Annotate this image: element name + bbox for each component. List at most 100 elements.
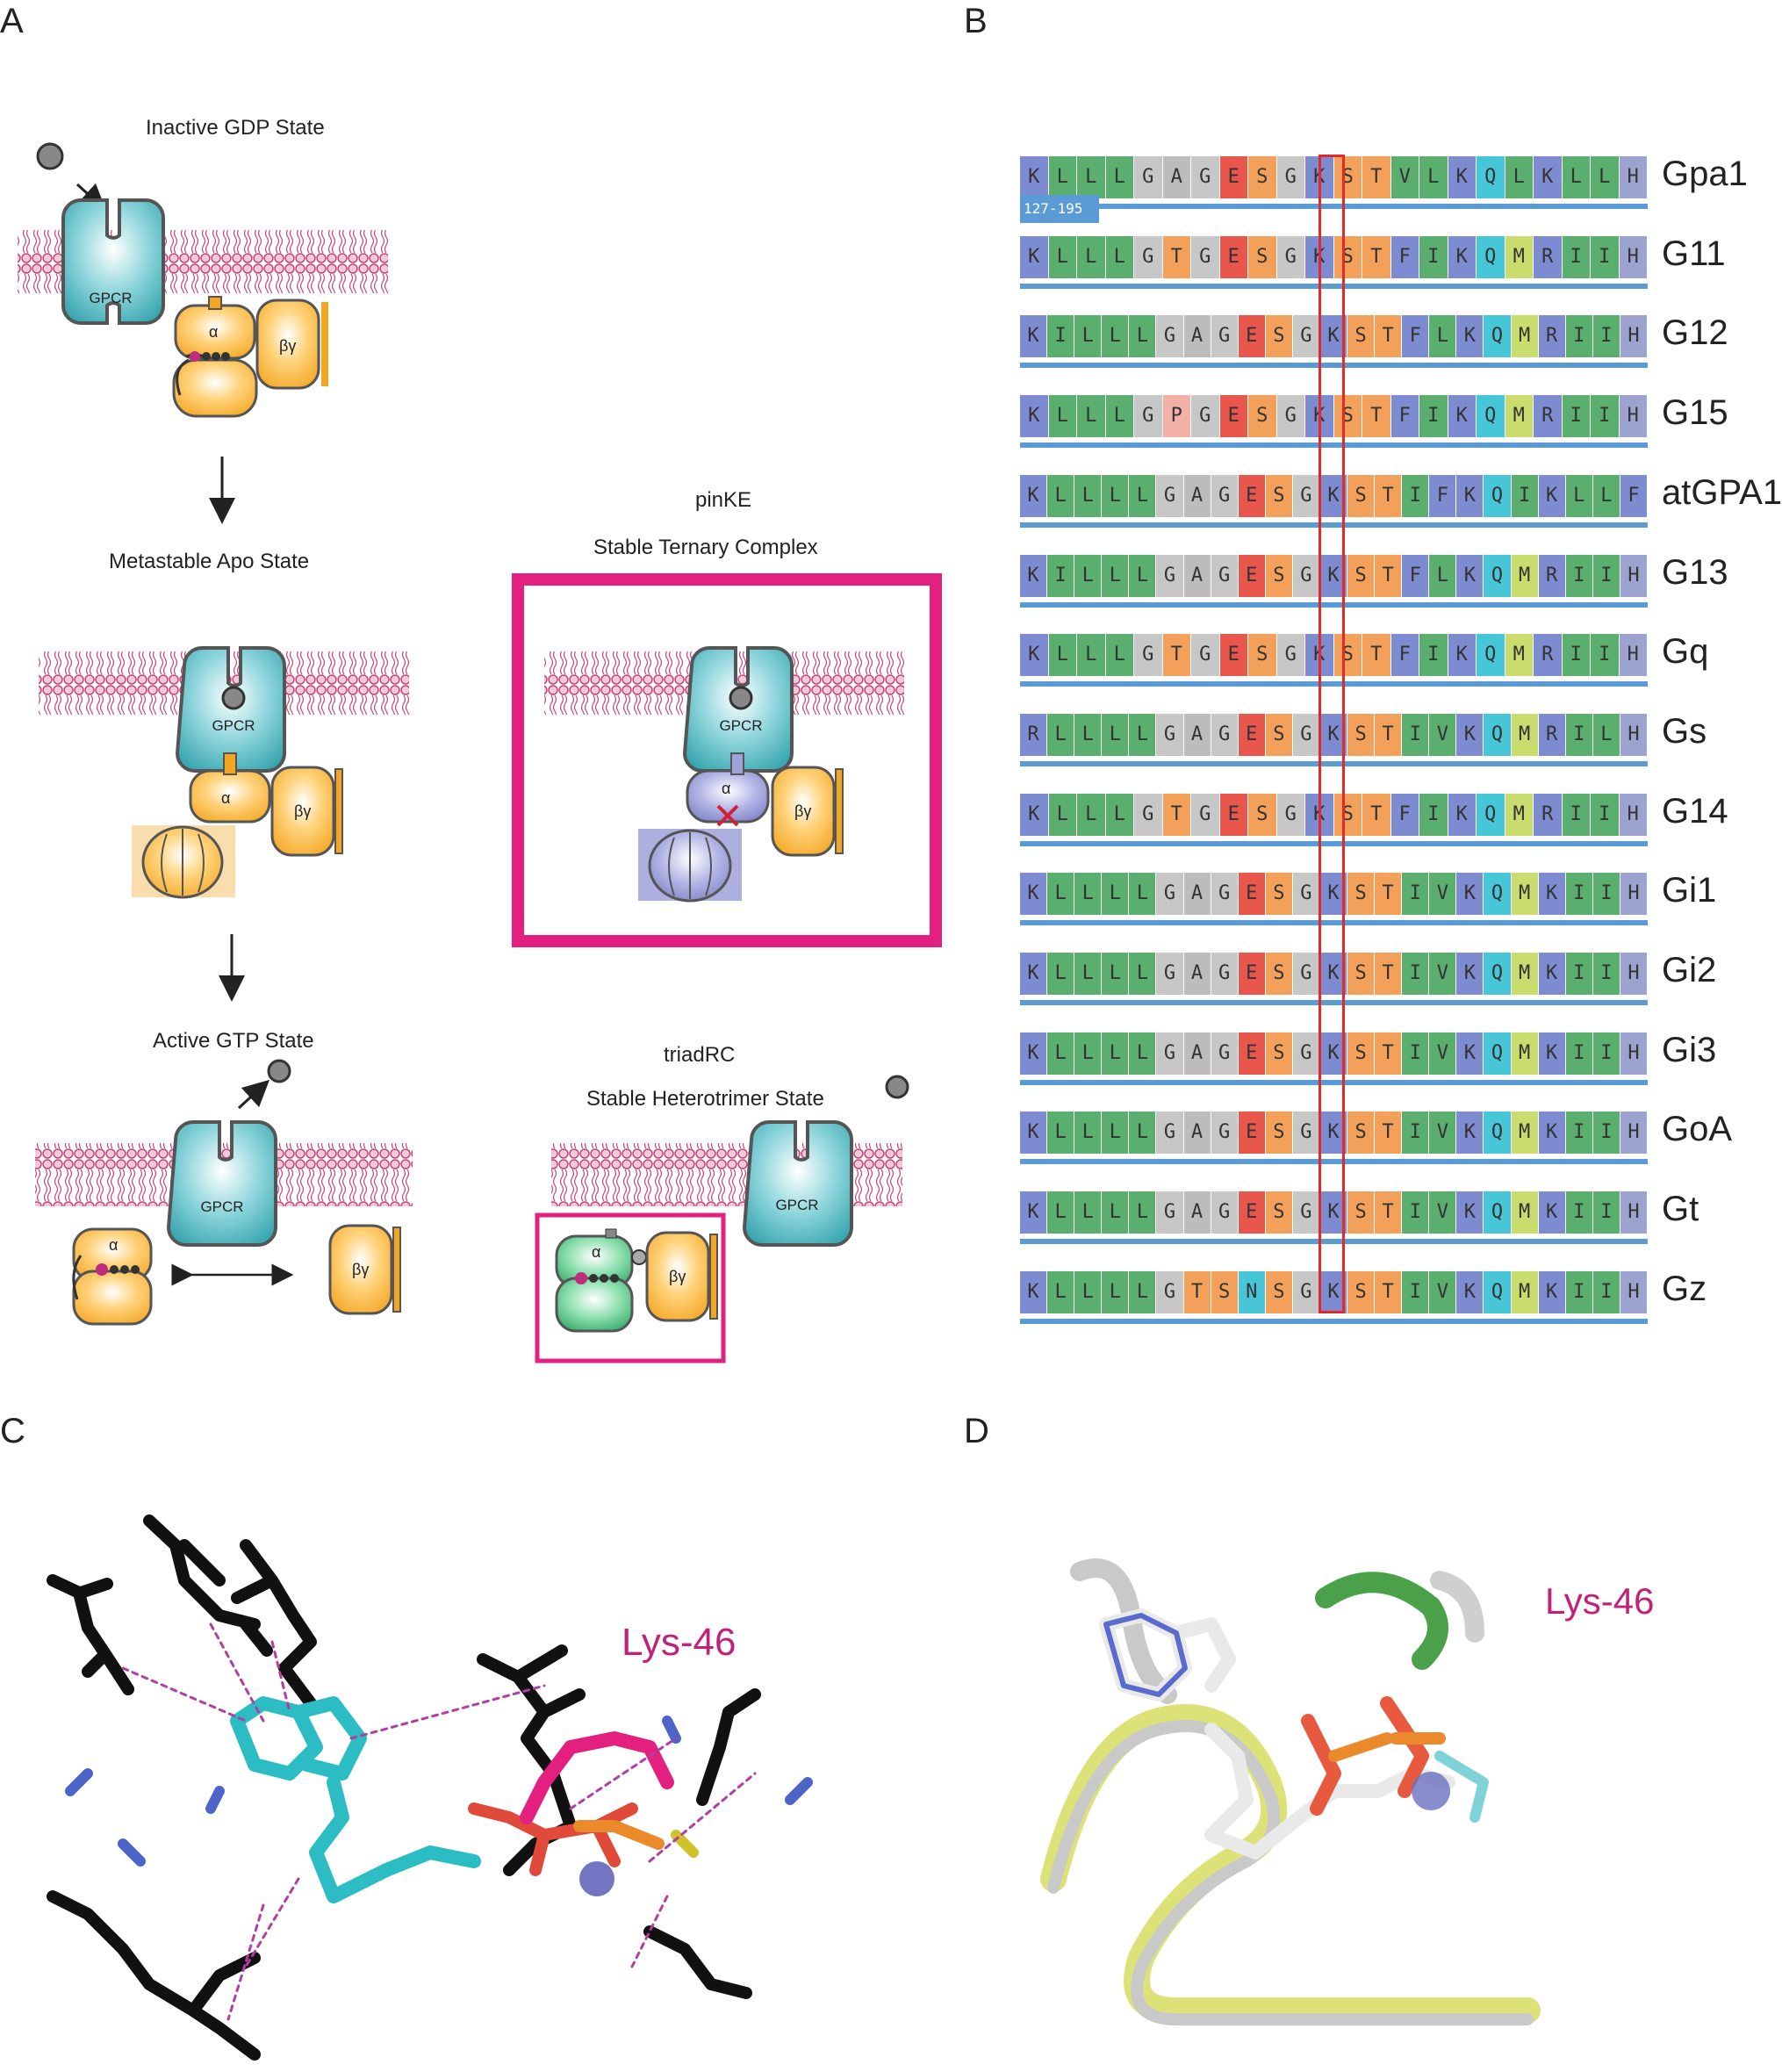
residue-cell: T xyxy=(1375,873,1402,916)
residue-cell: L xyxy=(1592,713,1620,756)
residue-cell: L xyxy=(1505,156,1533,198)
residue-cell: I xyxy=(1565,953,1592,995)
sequence-name: Gi2 xyxy=(1662,951,1717,989)
residue-cell: I xyxy=(1592,554,1620,597)
residue-cell: A xyxy=(1183,873,1211,916)
residue-cell: G xyxy=(1292,1270,1319,1313)
residue-cell: G xyxy=(1276,634,1304,677)
residue-cell: G xyxy=(1292,1032,1319,1075)
ligand xyxy=(36,142,64,170)
residue-cell: I xyxy=(1565,1191,1592,1234)
residue-cell: E xyxy=(1219,156,1247,198)
residue-cell: L xyxy=(1102,554,1129,597)
residue-cell: L xyxy=(1105,395,1133,438)
residue-cell: H xyxy=(1620,1191,1647,1234)
residue-cell: L xyxy=(1105,156,1133,198)
residue-cell: G xyxy=(1276,235,1304,278)
residue-cell: F xyxy=(1390,395,1419,438)
residue-cell: T xyxy=(1375,554,1402,597)
residue-cell: G xyxy=(1191,156,1219,198)
residue-cell: I xyxy=(1591,634,1619,677)
residue-cell: K xyxy=(1456,873,1484,916)
residue-cell: T xyxy=(1183,1270,1211,1313)
residue-cell: I xyxy=(1562,793,1590,836)
residue-cell: L xyxy=(1102,1112,1129,1155)
residue-cell: G xyxy=(1156,1270,1183,1313)
residue-cell: V xyxy=(1429,1270,1456,1313)
residue-cell: E xyxy=(1238,474,1265,517)
svg-text:α: α xyxy=(722,780,730,797)
inactive-gdp-state: GPCR α βγ xyxy=(18,142,388,524)
residue-cell: G xyxy=(1276,793,1304,836)
residue-cell: I xyxy=(1402,1032,1429,1075)
panel-c-lys-label: Lys-46 xyxy=(622,1621,737,1664)
residue-cell: L xyxy=(1047,1270,1074,1313)
residue-cell: E xyxy=(1219,634,1247,677)
residue-cell: G xyxy=(1292,1191,1319,1234)
gpcr-label: GPCR xyxy=(89,290,132,306)
residue-cell: H xyxy=(1620,1112,1647,1155)
residue-cell: H xyxy=(1620,554,1647,597)
residue-cell: T xyxy=(1162,793,1190,836)
sequence-name: Gi3 xyxy=(1662,1030,1717,1069)
residue-cell: K xyxy=(1456,1112,1484,1155)
residue-cell: G xyxy=(1211,1191,1238,1234)
sequence-name: G11 xyxy=(1662,234,1726,273)
residue-cell: K xyxy=(1456,1032,1484,1075)
residue-cell: L xyxy=(1048,156,1076,198)
residue-cell: G xyxy=(1211,474,1238,517)
residue-cell: T xyxy=(1375,1191,1402,1234)
residue-cell: F xyxy=(1402,554,1429,597)
alignment-bar xyxy=(1020,760,1648,766)
residue-cell: L xyxy=(1074,1191,1102,1234)
residue-cell: G xyxy=(1156,315,1183,358)
residue-cell: M xyxy=(1505,793,1533,836)
residue-cell: A xyxy=(1183,1191,1211,1234)
residue-cell: L xyxy=(1592,474,1620,517)
alignment-bar xyxy=(1020,363,1648,369)
residue-cell: I xyxy=(1402,873,1429,916)
svg-text:GPCR: GPCR xyxy=(719,717,762,734)
residue-cell: Q xyxy=(1477,395,1505,438)
sequence-name: Gs xyxy=(1662,711,1707,751)
residue-cell: L xyxy=(1102,713,1129,756)
residue-cell: L xyxy=(1047,953,1074,995)
residue-cell: S xyxy=(1347,1191,1375,1234)
residue-cell: Q xyxy=(1484,1032,1511,1075)
residue-cell: T xyxy=(1362,156,1390,198)
svg-text:βγ: βγ xyxy=(669,1268,686,1285)
sequence-name: G14 xyxy=(1662,791,1728,831)
residue-cell: Q xyxy=(1477,156,1505,198)
residue-cell: H xyxy=(1619,156,1647,198)
residue-cell: Q xyxy=(1484,1191,1511,1234)
residue-cell: I xyxy=(1565,713,1592,756)
residue-cell: S xyxy=(1347,953,1375,995)
residue-cell: L xyxy=(1074,474,1102,517)
alignment-bar xyxy=(1020,1318,1648,1324)
residue-cell: Q xyxy=(1484,873,1511,916)
residue-cell: K xyxy=(1020,1032,1047,1075)
residue-cell: I xyxy=(1591,793,1619,836)
residue-cell: L xyxy=(1074,554,1102,597)
sequence-name: Gt xyxy=(1662,1190,1699,1229)
gpcr-shape xyxy=(61,198,165,325)
residue-cell: I xyxy=(1592,315,1620,358)
pinke-title: Stable Ternary Complex xyxy=(593,536,818,559)
residue-cell: S xyxy=(1347,315,1375,358)
residue-cell: L xyxy=(1129,474,1156,517)
residue-cell: L xyxy=(1129,953,1156,995)
triadrc-title: Stable Heterotrimer State xyxy=(586,1087,824,1111)
residue-cell: M xyxy=(1505,634,1533,677)
svg-text:βγ: βγ xyxy=(279,337,296,355)
residue-cell: Q xyxy=(1484,315,1511,358)
residue-cell: S xyxy=(1248,634,1276,677)
residue-cell: L xyxy=(1074,713,1102,756)
residue-cell: S xyxy=(1248,156,1276,198)
residue-cell: H xyxy=(1620,315,1647,358)
residue-cell: A xyxy=(1183,1032,1211,1075)
